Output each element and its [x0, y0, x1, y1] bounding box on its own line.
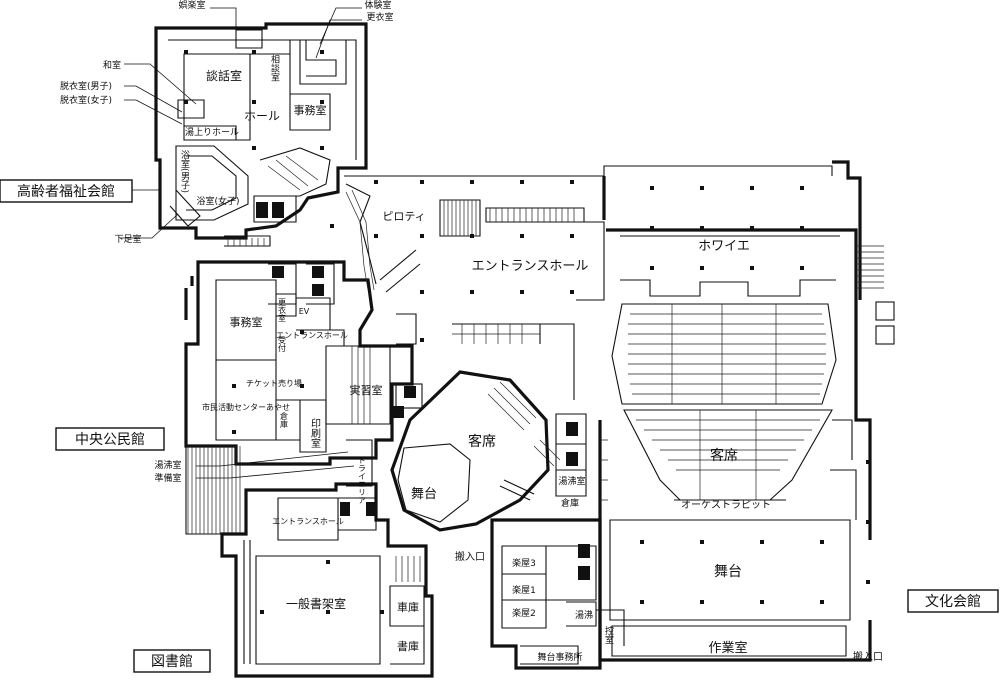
room-label: エントランスホール	[472, 259, 589, 274]
backstage-block	[490, 518, 625, 670]
room-label: ドライエリア	[358, 456, 367, 504]
room-label: 舞台	[714, 564, 742, 580]
room-label: 相談室	[269, 53, 280, 81]
restroom-icon	[392, 406, 404, 418]
room-label: 倉庫	[280, 411, 289, 429]
room-label: エントランスホール	[272, 517, 344, 526]
building-label-community: 中央公民館	[75, 431, 145, 448]
room-label: 控室	[603, 625, 614, 644]
restroom-icon	[272, 202, 284, 218]
community-room-labels: 事務室 更衣室 EV エントランスホール 受付 チケット売り場 市民活動センター…	[154, 298, 382, 504]
room-label: 湯上りホール	[185, 127, 239, 138]
restroom-icon	[366, 502, 376, 516]
welfare-room-labels: 娯楽室 体験室 更衣室 和室 脱衣室(男子) 脱衣室(女子) 談話室 相談室 ホ…	[60, 0, 394, 245]
room-label: ホワイエ	[698, 239, 750, 254]
room-label: 湯沸室	[558, 475, 585, 487]
room-label: 浴室(女子)	[196, 195, 239, 207]
room-label: 搬入口	[455, 550, 485, 563]
room-label: ホール	[244, 109, 280, 123]
restroom-icon	[312, 266, 324, 278]
restroom-icon	[566, 452, 578, 466]
room-label: 更衣室	[366, 11, 393, 23]
room-label: 客席	[710, 447, 738, 464]
room-label: 楽屋3	[512, 557, 536, 569]
room-label: 実習室	[350, 383, 383, 397]
room-label: ピロティ	[382, 210, 425, 223]
room-label: 搬入口	[853, 650, 883, 663]
room-label: 湯沸室	[154, 459, 181, 471]
accessible-restroom-icon	[272, 266, 284, 278]
room-label: チケット売り場	[246, 378, 302, 388]
building-label-welfare: 高齢者福祉会館	[17, 183, 115, 200]
room-label: 楽屋1	[512, 584, 536, 596]
room-label: 和室	[103, 59, 121, 71]
room-label: 事務室	[294, 103, 327, 117]
room-label: 楽屋2	[512, 607, 536, 619]
restroom-icon	[312, 284, 324, 296]
restroom-icon	[340, 502, 350, 516]
restroom-icon	[256, 202, 268, 218]
room-label: 作業室	[708, 640, 747, 656]
room-label: 市民活動センターあやせ	[202, 402, 290, 412]
room-label: 湯沸	[575, 609, 593, 621]
building-label-library: 図書館	[151, 653, 193, 670]
room-label: エントランスホール	[276, 331, 348, 340]
room-label: 事務室	[230, 315, 263, 329]
small-hall-block	[390, 370, 587, 532]
culture-entrance-block	[344, 160, 862, 400]
room-label: 客席	[468, 433, 496, 450]
main-hall-block	[598, 228, 895, 662]
room-label: 一般書架室	[286, 596, 346, 611]
room-label: 舞台事務所	[537, 651, 582, 663]
welfare-hall-block	[154, 22, 368, 247]
room-label: 車庫	[397, 600, 419, 614]
restroom-icon	[566, 422, 578, 436]
library-room-labels: エントランスホール 一般書架室 車庫 書庫	[272, 517, 419, 653]
structural-columns	[184, 50, 870, 614]
restroom-icon	[578, 544, 590, 558]
room-label: 娯楽室	[178, 0, 205, 11]
room-label: 体験室	[364, 0, 391, 11]
room-label: 下足室	[114, 233, 141, 245]
room-label: 準備室	[154, 472, 181, 484]
leader-lines	[120, 7, 362, 479]
room-label: 舞台	[411, 487, 437, 502]
room-label: 書庫	[397, 639, 419, 653]
room-label: 浴室(男子)	[179, 150, 190, 193]
room-label: 脱衣室(女子)	[60, 94, 112, 106]
restroom-icons	[256, 202, 590, 580]
room-label: 談話室	[206, 68, 242, 83]
accessible-restroom-icon	[404, 386, 416, 398]
room-label: 倉庫	[561, 497, 579, 509]
room-label: オーケストラピット	[681, 499, 771, 511]
culture-room-labels: ピロティ エントランスホール ホワイエ 客席 舞台 客席 オーケストラピット 舞…	[382, 210, 883, 663]
room-label: 更衣室	[278, 298, 287, 322]
room-label: 脱衣室(男子)	[60, 80, 112, 92]
building-label-culture: 文化会館	[925, 593, 981, 610]
library-block	[220, 482, 434, 678]
room-label: EV	[299, 307, 310, 316]
room-label: 受付	[278, 335, 287, 353]
building-tags: 高齢者福祉会館 中央公民館 図書館 文化会館	[0, 179, 999, 673]
community-hall-block	[184, 260, 423, 535]
room-label: 印刷室	[309, 418, 321, 448]
restroom-icon	[578, 566, 590, 580]
